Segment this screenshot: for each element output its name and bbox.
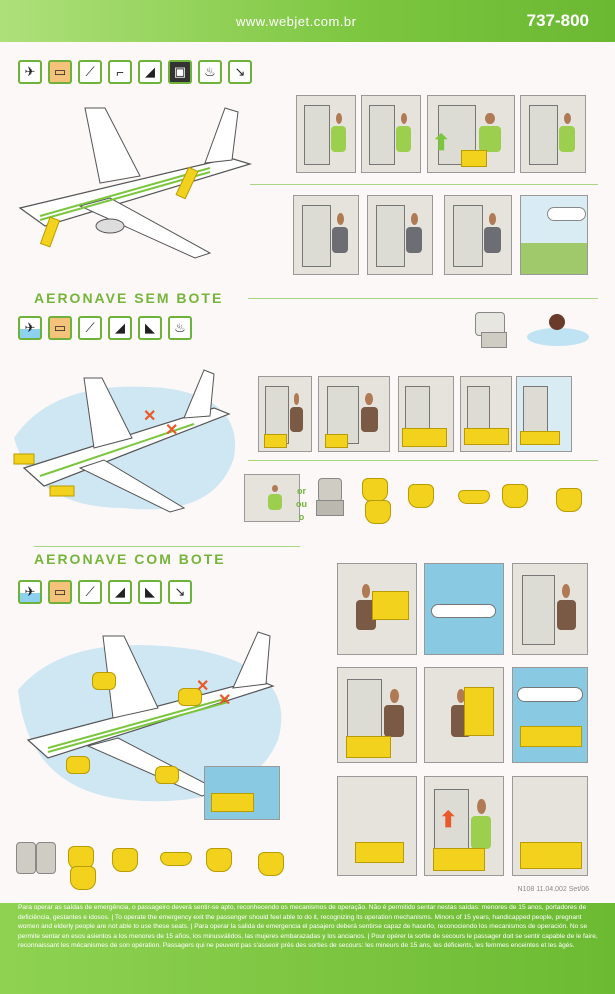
- land-icon-row: ✈ ▭ ⟋ ⌐ ◢ ▣ ♨ ↘: [18, 60, 252, 84]
- fire-icon: ♨: [168, 316, 192, 340]
- panel-overwing-remove: [367, 195, 433, 275]
- panel-water-slide-detach: [318, 376, 390, 452]
- panel-raft-detach-airplane: [424, 563, 504, 655]
- panel-slide-inflation: ⬆: [427, 95, 515, 173]
- panel-vest-location: [244, 474, 300, 522]
- slide-jump-icon: ↘: [228, 60, 252, 84]
- life-vest-icon: [70, 866, 96, 890]
- aircraft-model: 737-800: [526, 11, 589, 30]
- vest-on-passenger-icon: [408, 484, 434, 508]
- website-url: www.webjet.com.br: [236, 14, 357, 29]
- heading-no-raft: AERONAVE SEM BOTE: [34, 290, 224, 306]
- vest-water-icon: [556, 488, 582, 512]
- panel-water-door-open: [258, 376, 312, 452]
- panel-raft-boarding-inset: [204, 766, 280, 820]
- airplane-water-icon: ✈: [18, 580, 42, 604]
- seat-belt-icon: ▭: [48, 580, 72, 604]
- floating-passenger-illustration: [527, 306, 589, 350]
- closed-exit-x-icon: ✕: [196, 678, 210, 695]
- raft-icon: [92, 672, 116, 690]
- seat-belt-icon: ▭: [48, 316, 72, 340]
- vest-strap-icon: [458, 490, 490, 504]
- vest-tied-icon: [502, 484, 528, 508]
- no-raft-icon-row: ✈ ▭ ⟋ ◢ ◣ ♨: [18, 316, 192, 340]
- panel-overwing-climb: [444, 195, 512, 275]
- brace-position-icon: ⟋: [78, 580, 102, 604]
- section-divider: [248, 460, 598, 461]
- panel-exit-wing-ground: [520, 195, 588, 275]
- airplane-diagram-water: [13, 369, 236, 513]
- raft-icon: [66, 756, 90, 774]
- panel-overwing-handle: [293, 195, 359, 275]
- remove-heels-icon: ◢: [108, 316, 132, 340]
- panel-door-lever: [361, 95, 421, 173]
- remove-heels-icon: ◢: [138, 60, 162, 84]
- panel-raft-release: [337, 563, 417, 655]
- vest-strap-icon: [160, 852, 192, 866]
- life-vest-icon: [365, 500, 391, 524]
- section-divider: [248, 298, 598, 299]
- raft-icon-row: ✈ ▭ ⟋ ◢ ◣ ↘: [18, 580, 192, 604]
- or-label-text: or ou o: [296, 486, 307, 522]
- closed-exit-x-icon: ✕: [218, 692, 232, 709]
- seat-cushion-illustration: [465, 306, 521, 350]
- stow-tray-icon: ⌐: [108, 60, 132, 84]
- closed-exit-x-icon: ✕: [165, 422, 179, 439]
- panel-raft-inflate: [337, 667, 417, 763]
- header-bar: www.webjet.com.br 737-800: [0, 0, 615, 42]
- panel-raft-exit-door: ⬆: [424, 776, 504, 876]
- slide-jump-icon: ↘: [168, 580, 192, 604]
- panel-water-float: [460, 376, 512, 452]
- seats-illustration: [12, 840, 60, 886]
- panel-water-rope: [516, 376, 572, 452]
- heading-with-raft: AERONAVE COM BOTE: [34, 551, 226, 567]
- footer-warning-bar: Para operar as saídas de emergência, o p…: [0, 903, 615, 994]
- airplane-landing-icon: ✈: [18, 60, 42, 84]
- fire-icon: ♨: [198, 60, 222, 84]
- panel-crew-opening-door: [296, 95, 356, 173]
- closed-exit-x-icon: ✕: [143, 408, 157, 425]
- airplane-water-icon: ✈: [18, 316, 42, 340]
- airplane-diagram-land: [18, 107, 253, 259]
- remove-heels-icon: ◢: [108, 580, 132, 604]
- panel-passenger-exit: [520, 95, 586, 173]
- section-divider: [250, 184, 598, 185]
- panel-water-handle: [398, 376, 454, 452]
- panel-raft-cabin: [337, 776, 417, 876]
- raft-icon: [178, 688, 202, 706]
- seat-belt-icon: ▭: [48, 60, 72, 84]
- panel-raft-water: [512, 667, 588, 763]
- panel-raft-lanyard: [512, 563, 588, 655]
- seat-vest-illustration: [310, 474, 348, 522]
- life-vest-icon: [362, 478, 388, 502]
- vest-tied-icon: [206, 848, 232, 872]
- brace-position-icon: ⟋: [78, 60, 102, 84]
- leave-baggage-icon: ▣: [168, 60, 192, 84]
- section-divider: [34, 546, 300, 547]
- brace-position-icon: ⟋: [78, 316, 102, 340]
- leave-shoes-icon: ◣: [138, 316, 162, 340]
- panel-raft-board: [424, 667, 504, 763]
- or-label: or ou o: [296, 485, 307, 524]
- vest-water-icon: [258, 852, 284, 876]
- panel-raft-floating: [512, 776, 588, 876]
- raft-icon: [155, 766, 179, 784]
- leave-shoes-icon: ◣: [138, 580, 162, 604]
- vest-on-passenger-icon: [112, 848, 138, 872]
- exit-row-warning-text: Para operar as saídas de emergência, o p…: [18, 904, 598, 950]
- document-reference: N108 11.04.002 Set/06: [517, 886, 589, 893]
